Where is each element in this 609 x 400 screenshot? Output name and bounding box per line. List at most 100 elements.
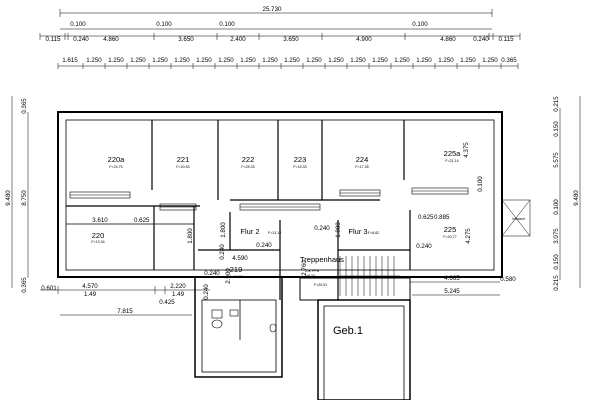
sanitary-fixtures — [211, 309, 277, 333]
room-223-number: 223 — [294, 155, 307, 164]
room-225a-number: 225a — [444, 149, 462, 158]
dim-top-row3-3: 1.250 — [130, 57, 146, 64]
dim-inner-3610: 3.610 — [92, 217, 108, 224]
dim-inner-0240b: 0.240 — [256, 242, 272, 249]
bottom-dimension-lines — [40, 281, 500, 316]
dim-top-row1-2: 0.100 — [219, 21, 235, 28]
dim-top-row3-5: 1.250 — [174, 57, 190, 64]
room-222-number: 222 — [242, 155, 255, 164]
flur-2-area: F=13,12 — [268, 231, 281, 235]
dim-bottom-0601: 0.601 — [41, 285, 57, 292]
dim-top-row3-2: 1.250 — [108, 57, 124, 64]
dim-left-top-edge: 0.365 — [21, 98, 28, 114]
dim-top-row3-16: 1.250 — [416, 57, 432, 64]
geb-1-label: Geb.1 — [333, 325, 363, 337]
dim-inner-0240e: 0.240 — [416, 243, 432, 250]
dim-left-bottom-edge: 0.365 — [21, 277, 28, 293]
dim-top-row1-3: 0.100 — [412, 21, 428, 28]
room-221-area: F=20,53 — [176, 165, 189, 169]
dim-right-d: 0.100 — [553, 199, 560, 215]
dim-right-f: 0.150 — [553, 254, 560, 270]
window-bands — [69, 187, 469, 211]
treppenhaus-label: Treppenhaus — [300, 255, 344, 264]
dim-inner-2760: 2.760 — [301, 260, 308, 276]
vordach-label: Vordach — [512, 217, 525, 221]
dim-inner-0100: 0.100 — [477, 176, 484, 192]
dim-top-row3-8: 1.250 — [240, 57, 256, 64]
dim-top-row1-0: 0.100 — [70, 21, 86, 28]
dim-top-row2-9: 0.115 — [498, 36, 514, 43]
dim-bottom-5245: 5.245 — [444, 288, 460, 295]
dim-inner-4590: 4.590 — [232, 255, 248, 262]
dim-bottom-0580: 0.580 — [500, 276, 516, 283]
room-220a-area: F=24,75 — [109, 165, 122, 169]
dim-right-a: 0.215 — [553, 96, 560, 112]
dim-bottom-149a: 1.49 — [84, 291, 97, 298]
ok-ffb-label: OK FFB — [306, 269, 320, 273]
dim-top-row2-8: 0.240 — [473, 36, 489, 43]
room-224-area: F=17,35 — [355, 165, 368, 169]
dim-bottom-0425: 0.425 — [159, 299, 175, 306]
dim-inner-1800c: 1.800 — [187, 228, 194, 244]
dim-overall-top: 25.730 — [263, 6, 282, 13]
canopy — [501, 199, 531, 237]
dim-top-row3-10: 1.250 — [284, 57, 300, 64]
dim-top-row3-1: 1.250 — [86, 57, 102, 64]
dim-inner-0240d: 0.240 — [219, 244, 226, 260]
dim-top-row3-14: 1.250 — [372, 57, 388, 64]
dim-top-row3-17: 1.250 — [438, 57, 454, 64]
dim-top-row3-13: 1.250 — [350, 57, 366, 64]
dim-right-c: 5.575 — [553, 152, 560, 168]
room-220-number: 220 — [92, 231, 105, 240]
room-220a-number: 220a — [108, 155, 126, 164]
room-222-area: F=25,33 — [241, 165, 254, 169]
room-225-area: F=20,77 — [443, 235, 456, 239]
dim-top-row3-18: 1.250 — [460, 57, 476, 64]
dim-top-row3-7: 1.250 — [218, 57, 234, 64]
dim-top-row3-19: 1.250 — [482, 57, 498, 64]
dim-bottom-149b: 1.49 — [172, 291, 185, 298]
dim-top-row3-9: 1.250 — [262, 57, 278, 64]
dim-inner-4375: 4.375 — [463, 142, 470, 158]
dim-top-row2-2: 4.860 — [103, 36, 119, 43]
room-219-area: F=13,88 — [229, 275, 242, 279]
side-dimension-lines — [11, 96, 581, 288]
dim-top-row3-11: 1.250 — [306, 57, 322, 64]
dim-inner-2900: 2.900 — [225, 268, 232, 284]
dim-top-row2-3: 3.650 — [178, 36, 194, 43]
staircase — [339, 256, 400, 296]
treppenhaus-area: F=20,51 — [314, 283, 327, 287]
dim-right-g: 0.215 — [553, 275, 560, 291]
dim-top-row2-1: 0.240 — [73, 36, 89, 43]
dim-top-row2-6: 4.900 — [356, 36, 372, 43]
flur-2-label: Flur 2 — [240, 227, 259, 236]
room-225a-area: F=21,14 — [445, 159, 458, 163]
ok-ffb-value: +8,00 — [306, 274, 315, 278]
dim-bottom-7815: 7.815 — [117, 308, 133, 315]
dim-right-e: 3.075 — [553, 228, 560, 244]
dim-top-row2-5: 3.650 — [283, 36, 299, 43]
dim-top-row3-20: 0.365 — [501, 57, 517, 64]
dim-right-overall: 9.480 — [573, 190, 580, 206]
dim-inner-0885: 0.885 — [434, 214, 450, 221]
dim-inner-1800b: 1.800 — [335, 222, 342, 238]
dim-right-b: 0.150 — [553, 121, 560, 137]
building-walls — [57, 111, 503, 300]
dim-inner-4275: 4.275 — [465, 228, 472, 244]
dim-inner-0240c: 0.240 — [203, 284, 210, 300]
top-dimension-chains — [39, 9, 521, 69]
dim-left-part: 8.750 — [21, 190, 28, 206]
dim-bottom-4570: 4.570 — [82, 283, 98, 290]
flur-3-label: Flur 3 — [348, 227, 367, 236]
room-219-number: 219 — [230, 265, 243, 274]
dim-inner-0625b: 0.625 — [418, 214, 434, 221]
room-220-area: F=13,34 — [91, 240, 104, 244]
dim-top-row3-6: 1.250 — [196, 57, 212, 64]
room-225-number: 225 — [444, 225, 457, 234]
dim-top-row2-4: 2.400 — [230, 36, 246, 43]
dim-inner-0625: 0.625 — [134, 217, 150, 224]
dim-inner-1800: 1.800 — [220, 222, 227, 238]
room-224-number: 224 — [356, 155, 369, 164]
room-223-area: F=15,33 — [293, 165, 306, 169]
